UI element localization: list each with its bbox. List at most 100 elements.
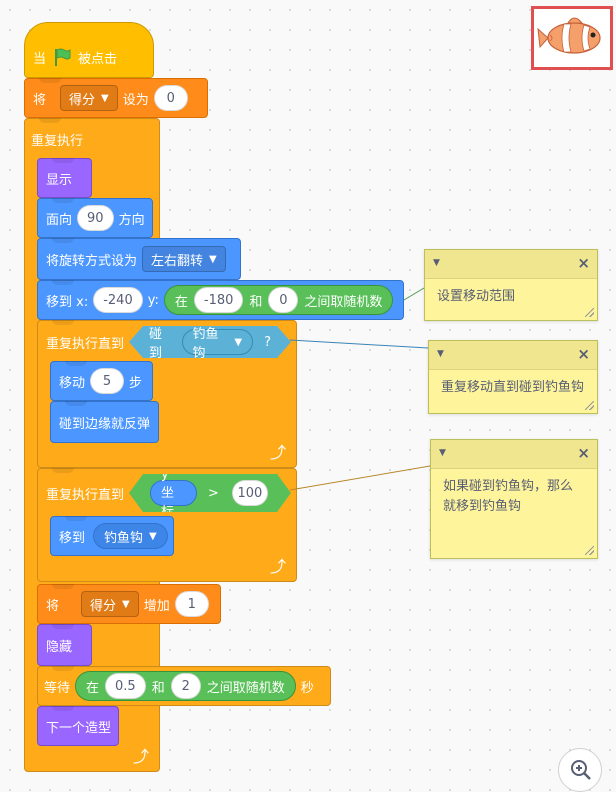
hide-label: 隐藏 (46, 639, 73, 655)
collapse-icon[interactable]: ▼ (433, 258, 440, 268)
close-icon[interactable]: × (577, 254, 590, 272)
green-flag-icon (55, 48, 71, 66)
connector-line (403, 287, 425, 301)
pick-random-and: 和 (249, 294, 263, 310)
rotation-style-dropdown[interactable]: 左右翻转 ▼ (142, 246, 226, 272)
forever-label: 重复执行 (31, 134, 84, 149)
change-by-label: 增加 (143, 598, 170, 614)
comment-header[interactable]: ▼ × (429, 341, 597, 370)
move-label: 移动 (59, 375, 86, 391)
loop-arrow-icon: ⤴ (269, 557, 286, 576)
goto-target-dropdown[interactable]: 钓鱼钩 ▼ (93, 523, 168, 549)
comment-text[interactable]: 如果碰到钓鱼钩，那么就移到钓鱼钩 (443, 479, 574, 514)
y-position-reporter[interactable]: y 坐标 (150, 480, 197, 506)
variable-dropdown[interactable]: 得分 ▼ (60, 85, 118, 111)
direction-input[interactable]: 90 (77, 205, 114, 231)
pick-random-in: 在 (86, 680, 100, 696)
connector-line (289, 339, 429, 349)
point-dir-label: 面向 (46, 212, 73, 228)
touching-condition[interactable]: 碰到 钓鱼钩▼ ? (129, 326, 291, 358)
hat-when-label: 当 (33, 51, 47, 67)
collapse-icon[interactable]: ▼ (439, 448, 446, 458)
show-block[interactable]: 显示 (37, 158, 92, 198)
pick-random-reporter[interactable]: 在 0.5 和 2 之间取随机数 (75, 671, 296, 701)
change-variable-block[interactable]: 将 得分▼ 增加 1 (37, 584, 221, 624)
touching-label: 碰到 (149, 327, 163, 361)
resize-handle-icon[interactable] (585, 546, 594, 555)
touching-question-mark: ? (264, 334, 271, 350)
random-from-input[interactable]: 0.5 (105, 673, 146, 699)
repeat-until-label: 重复执行直到 (46, 336, 125, 352)
collapse-icon[interactable]: ▼ (437, 349, 444, 359)
set-value-input[interactable]: 0 (153, 85, 188, 111)
comment-note[interactable]: ▼ × 如果碰到钓鱼钩，那么就移到钓鱼钩 (430, 439, 598, 559)
variable-dropdown[interactable]: 得分 ▼ (81, 591, 139, 617)
pick-random-suffix: 之间取随机数 (206, 680, 285, 696)
set-prefix-label: 将 (33, 92, 47, 108)
connector-line (289, 465, 431, 491)
hide-block[interactable]: 隐藏 (37, 624, 92, 666)
wait-random-block[interactable]: 等待 在 0.5 和 2 之间取随机数 秒 (37, 666, 331, 706)
greater-than-operator: > (207, 485, 219, 501)
sprite-thumbnail[interactable] (531, 6, 613, 70)
comment-note[interactable]: ▼ × 设置移动范围 (424, 249, 598, 321)
resize-handle-icon[interactable] (585, 401, 594, 410)
touching-target-dropdown[interactable]: 钓鱼钩▼ (182, 329, 254, 355)
comment-text[interactable]: 重复移动直到碰到钓鱼钩 (441, 380, 585, 395)
pick-random-in: 在 (174, 294, 188, 310)
goto-target-label: 移到 (59, 530, 86, 546)
compare-value-input[interactable]: 100 (232, 480, 268, 506)
bounce-label: 碰到边缘就反弹 (59, 416, 151, 432)
go-to-target-block[interactable]: 移到 钓鱼钩 ▼ (50, 516, 174, 556)
goto-y-label: y: (147, 292, 159, 308)
repeat-until-label: 重复执行直到 (46, 487, 125, 503)
random-from-input[interactable]: -180 (193, 287, 244, 313)
zoom-in-button[interactable] (558, 748, 602, 792)
move-suffix: 步 (129, 375, 143, 391)
when-flag-clicked-block[interactable]: 当 被点击 (24, 22, 154, 78)
comment-text[interactable]: 设置移动范围 (437, 289, 516, 304)
move-steps-block[interactable]: 移动 5 步 (50, 361, 153, 401)
zoom-in-icon (571, 760, 591, 780)
loop-arrow-icon: ⤴ (132, 747, 149, 766)
close-icon[interactable]: × (577, 345, 590, 363)
chevron-down-icon: ▼ (209, 253, 217, 265)
point-in-direction-block[interactable]: 面向 90 方向 (37, 198, 153, 238)
variable-name: 得分 (90, 598, 117, 614)
random-to-input[interactable]: 0 (268, 287, 299, 313)
comment-note[interactable]: ▼ × 重复移动直到碰到钓鱼钩 (428, 340, 598, 414)
x-input[interactable]: -240 (93, 287, 143, 313)
show-label: 显示 (46, 172, 73, 188)
clownfish-icon (537, 17, 601, 54)
pick-random-reporter[interactable]: 在 -180 和 0 之间取随机数 (163, 285, 394, 315)
change-value-input[interactable]: 1 (174, 591, 209, 617)
set-to-label: 设为 (122, 92, 149, 108)
comment-header[interactable]: ▼ × (431, 440, 597, 469)
next-costume-block[interactable]: 下一个造型 (37, 706, 119, 746)
variable-name: 得分 (69, 92, 96, 108)
chevron-down-icon: ▼ (101, 92, 109, 104)
point-dir-suffix: 方向 (118, 212, 145, 228)
chevron-down-icon: ▼ (234, 336, 243, 348)
rotation-style-value: 左右翻转 (151, 253, 204, 269)
rotation-style-label: 将旋转方式设为 (46, 253, 138, 269)
set-rotation-style-block[interactable]: 将旋转方式设为 左右翻转 ▼ (37, 238, 241, 280)
chevron-down-icon: ▼ (149, 530, 157, 542)
goto-x-label: 移到 x: (46, 294, 89, 310)
chevron-down-icon: ▼ (122, 598, 130, 610)
greater-than-condition[interactable]: y 坐标 > 100 (129, 474, 291, 512)
next-costume-label: 下一个造型 (46, 720, 112, 736)
resize-handle-icon[interactable] (585, 308, 594, 317)
go-to-xy-block[interactable]: 移到 x: -240 y: 在 -180 和 0 之间取随机数 (37, 280, 404, 320)
goto-target-value: 钓鱼钩 (104, 530, 144, 546)
wait-unit-label: 秒 (300, 680, 314, 696)
bounce-on-edge-block[interactable]: 碰到边缘就反弹 (50, 401, 159, 443)
pick-random-and: 和 (151, 680, 165, 696)
comment-header[interactable]: ▼ × (425, 250, 597, 279)
close-icon[interactable]: × (577, 444, 590, 462)
set-variable-block[interactable]: 将 得分 ▼ 设为 0 (24, 78, 208, 118)
hat-clicked-label: 被点击 (78, 51, 118, 67)
steps-input[interactable]: 5 (90, 368, 125, 394)
pick-random-suffix: 之间取随机数 (304, 294, 383, 310)
random-to-input[interactable]: 2 (170, 673, 201, 699)
